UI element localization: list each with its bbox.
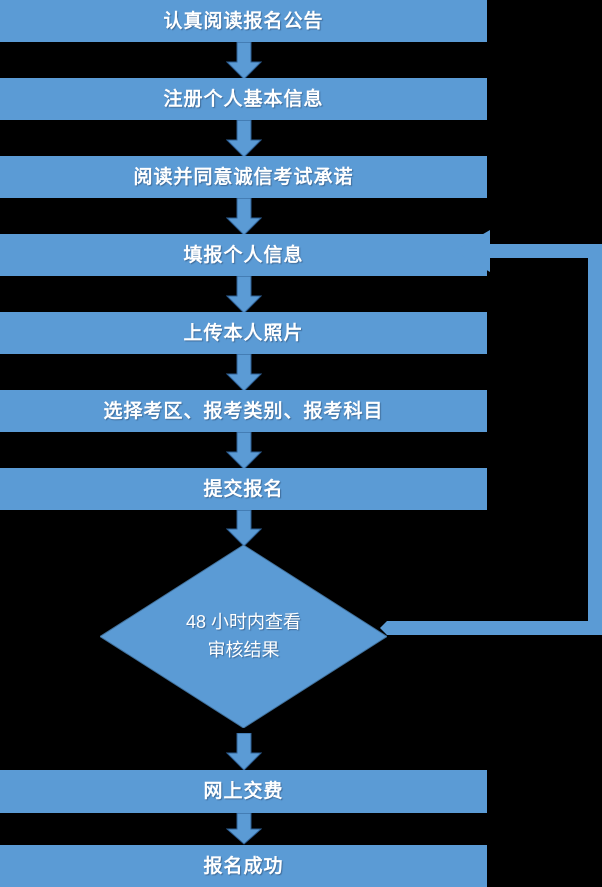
flow-node-read-announcement[interactable]: 认真阅读报名公告 xyxy=(0,0,487,42)
flow-node-check-review-result[interactable]: 48 小时内查看 审核结果 xyxy=(100,545,387,728)
flow-node-label: 网上交费 xyxy=(203,781,284,802)
flow-arrow-down-5 xyxy=(226,354,262,392)
flow-node-registration-success[interactable]: 报名成功 xyxy=(0,845,487,887)
flow-node-submit-registration[interactable]: 提交报名 xyxy=(0,468,487,510)
flow-arrow-down-2 xyxy=(226,120,262,158)
flow-node-register-basic-info[interactable]: 注册个人基本信息 xyxy=(0,78,487,120)
decision-label-line-1: 48 小时内查看 xyxy=(185,611,302,632)
flow-node-online-payment[interactable]: 网上交费 xyxy=(0,770,487,813)
flow-node-label: 上传本人照片 xyxy=(183,322,304,344)
flow-arrow-down-3 xyxy=(226,198,262,236)
flow-arrow-down-6 xyxy=(226,432,262,470)
flow-node-label: 选择考区、报考类别、报考科目 xyxy=(103,400,384,422)
flow-arrow-down-1 xyxy=(226,42,262,80)
flow-edge-feedback-loop-to-fill-personal-info xyxy=(380,230,602,650)
flow-node-label: 认真阅读报名公告 xyxy=(163,10,324,32)
flow-arrow-down-7 xyxy=(226,510,262,547)
flow-node-label: 注册个人基本信息 xyxy=(163,88,324,110)
flow-node-label: 阅读并同意诚信考试承诺 xyxy=(133,166,354,188)
flow-node-agree-integrity-pledge[interactable]: 阅读并同意诚信考试承诺 xyxy=(0,156,487,198)
flow-arrow-down-4 xyxy=(226,276,262,314)
flow-node-label: 提交报名 xyxy=(203,478,284,500)
decision-label-line-2: 审核结果 xyxy=(207,639,280,660)
flow-arrow-down-8 xyxy=(226,733,262,771)
flow-node-select-exam-area-category-subject[interactable]: 选择考区、报考类别、报考科目 xyxy=(0,390,487,432)
flow-node-decision-label: 48 小时内查看 审核结果 xyxy=(100,545,387,728)
flow-node-label: 报名成功 xyxy=(203,855,284,877)
flow-arrow-down-9 xyxy=(226,813,262,845)
flow-node-label: 填报个人信息 xyxy=(183,244,304,266)
flow-node-upload-photo[interactable]: 上传本人照片 xyxy=(0,312,487,354)
flow-node-fill-personal-info[interactable]: 填报个人信息 xyxy=(0,234,487,276)
